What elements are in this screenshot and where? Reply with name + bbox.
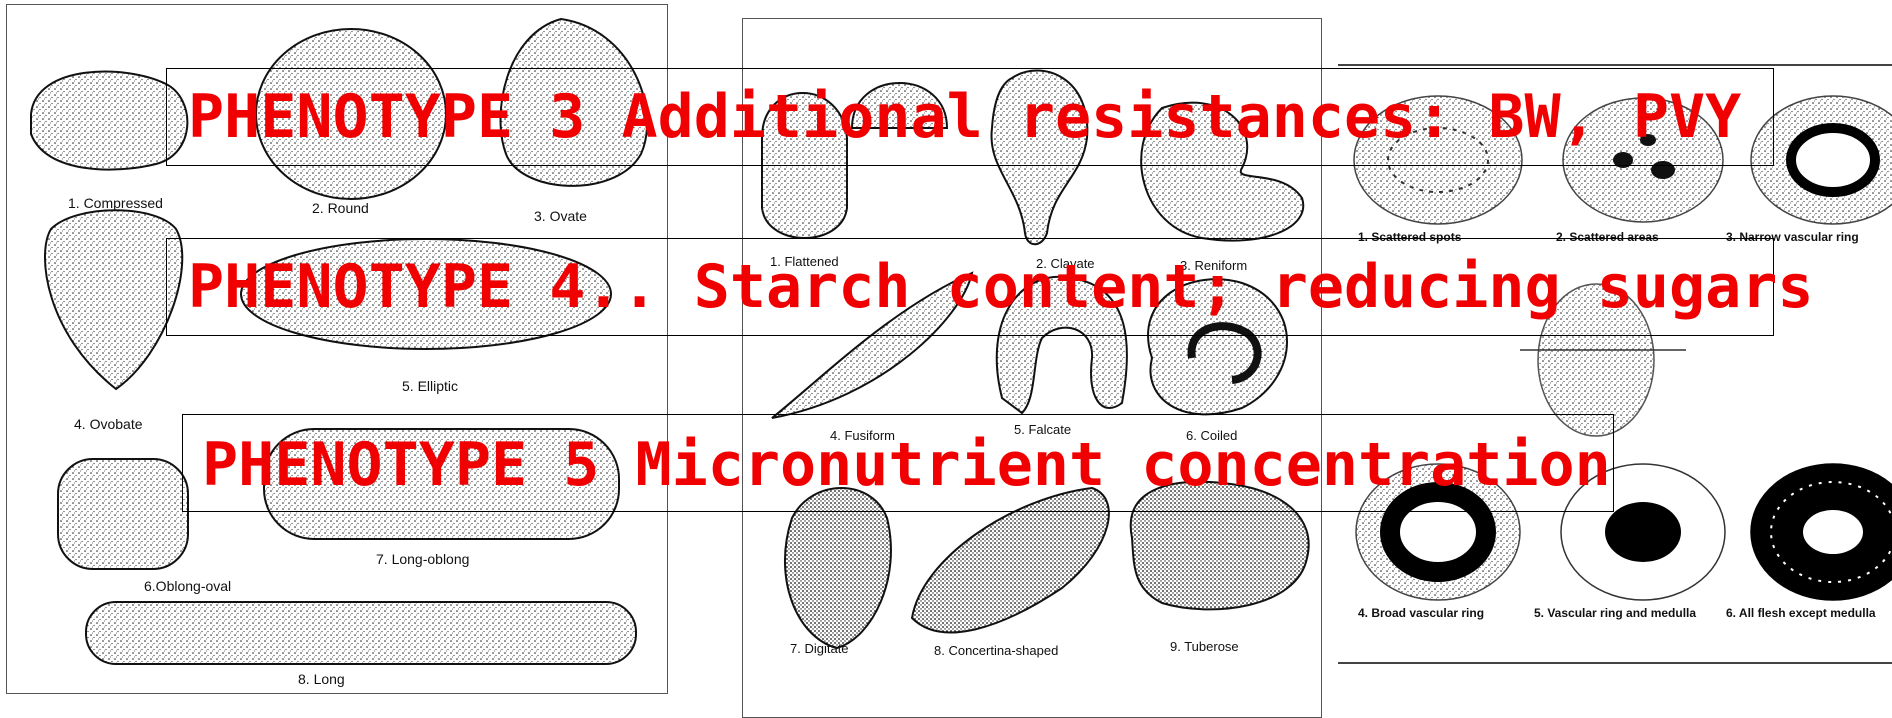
caption-tuberose: 9. Tuberose bbox=[1170, 639, 1239, 654]
tuber-digitate bbox=[785, 488, 891, 648]
tuber-oblong-oval bbox=[58, 459, 188, 569]
caption-vascular-ring-medulla: 5. Vascular ring and medulla bbox=[1534, 606, 1696, 620]
caption-broad-vascular-ring: 4. Broad vascular ring bbox=[1358, 606, 1484, 620]
phenotype-5-label: PHENOTYPE 5 Micronutrient concentration bbox=[202, 430, 1611, 500]
phenotype-3-label: PHENOTYPE 3 Additional resistances: BW, … bbox=[188, 82, 1741, 152]
caption-concertina: 8. Concertina-shaped bbox=[934, 643, 1058, 658]
tuber-long bbox=[86, 602, 636, 664]
caption-ovobate: 4. Ovobate bbox=[74, 416, 143, 432]
caption-long: 8. Long bbox=[298, 671, 345, 687]
caption-compressed: 1. Compressed bbox=[68, 195, 163, 211]
caption-long-oblong: 7. Long-oblong bbox=[376, 551, 469, 567]
caption-all-flesh-except-medulla: 6. All flesh except medulla bbox=[1726, 606, 1876, 620]
tuber-ovobate bbox=[45, 210, 182, 389]
caption-elliptic: 5. Elliptic bbox=[402, 378, 458, 394]
caption-oblong-oval: 6.Oblong-oval bbox=[144, 578, 231, 594]
phenotype-4-label: PHENOTYPE 4.. Starch content; reducing s… bbox=[188, 252, 1814, 322]
caption-ovate: 3. Ovate bbox=[534, 208, 587, 224]
tuber-compressed bbox=[31, 72, 187, 170]
caption-round: 2. Round bbox=[312, 200, 369, 216]
caption-digitate: 7. Digitate bbox=[790, 641, 849, 656]
